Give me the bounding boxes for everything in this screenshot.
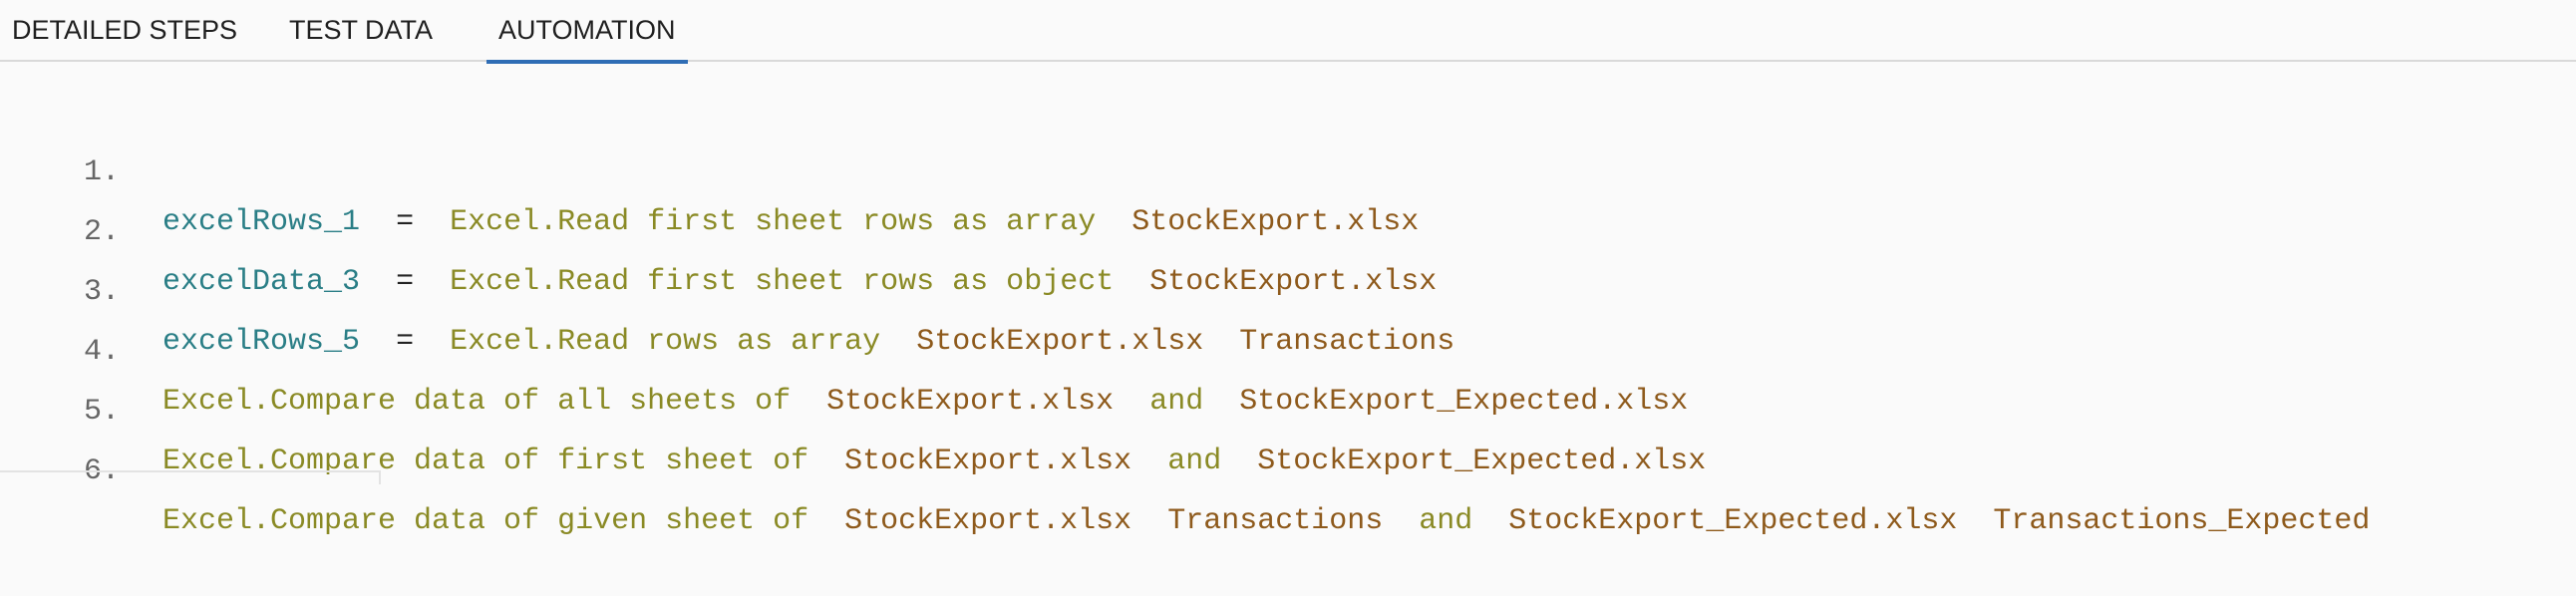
step-row-5[interactable]: 5. Excel.Compare data of first sheet of … [0,337,1706,478]
step-conjunction: and [1149,385,1204,419]
tab-bar: DETAILED STEPS TEST DATA AUTOMATION [0,0,2576,64]
step-argument: StockExport.xlsx [844,445,1132,478]
step-content: excelRows_5 = Excel.Read rows as array S… [162,317,1454,367]
step-argument: StockExport_Expected.xlsx [1508,504,1958,538]
step-number: 1. [84,155,121,189]
step-conjunction: and [1419,504,1473,538]
step-row-2[interactable]: 2. excelData_3 = Excel.Read first sheet … [0,157,1437,299]
step-argument: StockExport.xlsx [916,325,1204,359]
step-conjunction: and [1167,445,1222,478]
step-argument: StockExport.xlsx [826,385,1115,419]
step-command: Excel.Compare data of given sheet of [162,504,809,538]
step-argument: Transactions [1167,504,1384,538]
step-command: Excel.Read first sheet rows as array [450,205,1097,239]
step-argument: StockExport.xlsx [844,504,1132,538]
step-command: Excel.Compare data of all sheets of [162,385,792,419]
step-content: Excel.Compare data of first sheet of Sto… [162,437,1706,486]
step-operator: = [396,325,415,359]
step-argument: StockExport.xlsx [1131,205,1420,239]
step-row-6[interactable]: 6. Excel.Compare data of given sheet of … [0,397,2370,538]
step-row-1[interactable]: 1. excelRows_1 = Excel.Read first sheet … [0,98,1419,239]
bottom-panel-edge [0,470,381,484]
step-argument: Transactions_Expected [1993,504,2371,538]
step-row-3[interactable]: 3. excelRows_5 = Excel.Read rows as arra… [0,217,1454,359]
step-command: Excel.Read rows as array [450,325,881,359]
step-row-4[interactable]: 4. Excel.Compare data of all sheets of S… [0,277,1688,419]
step-operator: = [396,265,415,299]
step-number: 5. [84,395,121,429]
step-command: Excel.Compare data of first sheet of [162,445,809,478]
step-argument: Transactions [1239,325,1455,359]
step-content: excelData_3 = Excel.Read first sheet row… [162,257,1437,307]
step-number: 2. [84,215,121,249]
step-argument: StockExport_Expected.xlsx [1239,385,1689,419]
step-content: excelRows_1 = Excel.Read first sheet row… [162,197,1419,247]
step-variable: excelRows_5 [162,325,361,359]
step-number: 4. [84,335,121,369]
tab-detailed-steps[interactable]: DETAILED STEPS [12,15,238,45]
step-number: 3. [84,275,121,309]
tab-test-data[interactable]: TEST DATA [289,15,434,45]
step-operator: = [396,205,415,239]
step-variable: excelData_3 [162,265,361,299]
step-content: Excel.Compare data of given sheet of Sto… [162,496,2370,546]
step-variable: excelRows_1 [162,205,361,239]
step-command: Excel.Read first sheet rows as object [450,265,1115,299]
step-content: Excel.Compare data of all sheets of Stoc… [162,377,1688,427]
tab-automation[interactable]: AUTOMATION [486,0,688,64]
step-argument: StockExport.xlsx [1149,265,1438,299]
step-argument: StockExport_Expected.xlsx [1257,445,1707,478]
